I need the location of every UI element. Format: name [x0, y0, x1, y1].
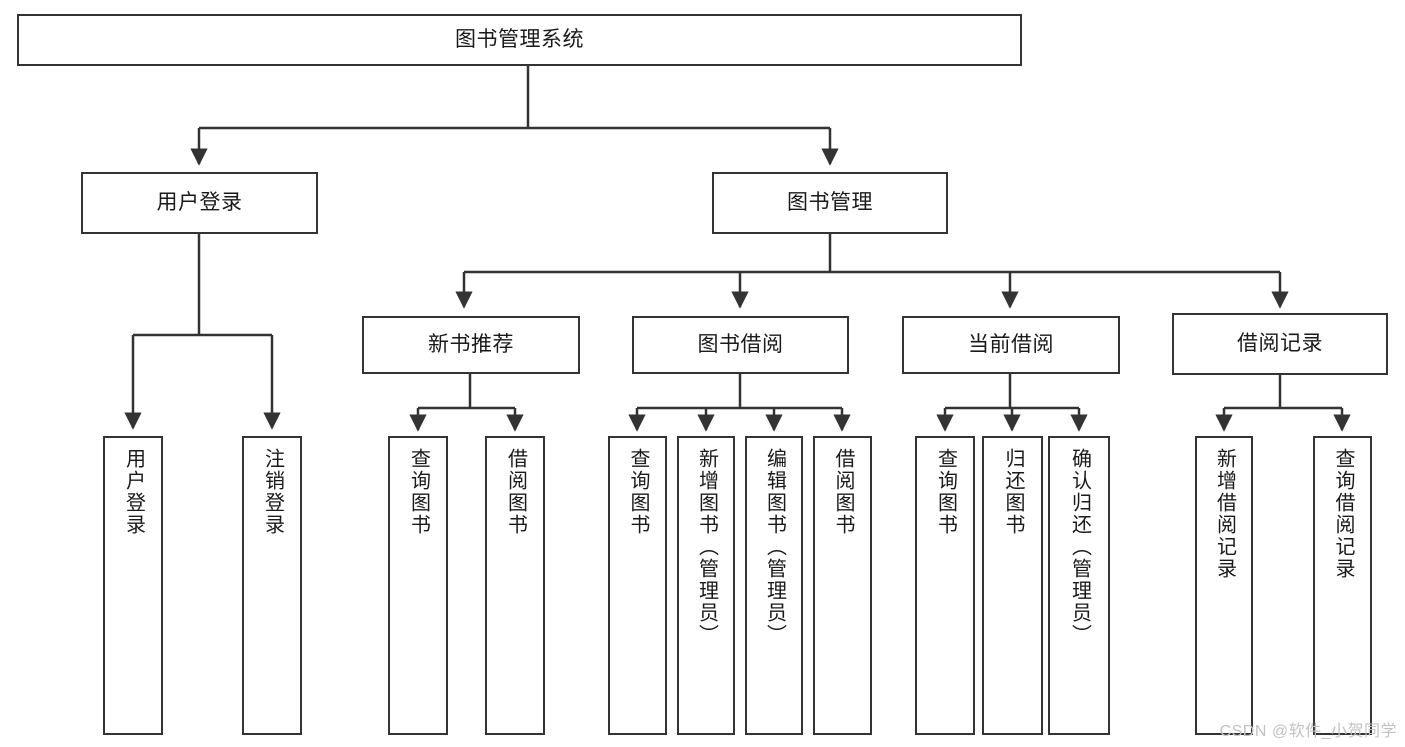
node-label: 借阅图书 — [832, 448, 854, 536]
node-label: 借阅图书 — [504, 448, 527, 536]
node-label: 借阅记录 — [1237, 331, 1323, 355]
node-label: 图书借阅 — [697, 332, 784, 356]
leaf-recommend-query-book[interactable]: 查询图书 — [388, 436, 448, 735]
leaf-recommend-borrow-book[interactable]: 借阅图书 — [485, 436, 545, 735]
node-label: 查询借阅记录 — [1332, 448, 1354, 580]
leaf-user-logout[interactable]: 注销登录 — [242, 436, 302, 735]
node-borrow-record[interactable]: 借阅记录 — [1172, 313, 1388, 375]
node-book-management[interactable]: 图书管理 — [712, 172, 948, 234]
node-label: 图书管理 — [787, 190, 873, 214]
leaf-borrow-query-book[interactable]: 查询图书 — [608, 436, 667, 735]
node-label: 新增图书（管理员） — [695, 448, 718, 646]
leaf-borrow-edit-book-admin[interactable]: 编辑图书（管理员） — [745, 436, 803, 735]
node-user-login[interactable]: 用户登录 — [81, 172, 318, 234]
leaf-borrow-add-book-admin[interactable]: 新增图书（管理员） — [677, 436, 735, 735]
watermark: CSDN @软件_小贺同学 — [1219, 723, 1397, 740]
node-label: 用户登录 — [122, 448, 145, 536]
node-label: 确认归还（管理员） — [1068, 448, 1091, 646]
node-root-system[interactable]: 图书管理系统 — [17, 14, 1022, 66]
node-label: 归还图书 — [1002, 448, 1024, 536]
node-book-borrow[interactable]: 图书借阅 — [632, 316, 849, 374]
node-label: 注销登录 — [261, 448, 284, 536]
node-label: 查询图书 — [934, 448, 957, 536]
node-label: 新书推荐 — [428, 332, 514, 356]
node-new-book-recommend[interactable]: 新书推荐 — [362, 316, 580, 374]
node-label: 查询图书 — [407, 448, 430, 536]
leaf-record-query-record[interactable]: 查询借阅记录 — [1313, 436, 1372, 735]
node-label: 查询图书 — [627, 448, 649, 536]
node-label: 编辑图书（管理员） — [763, 448, 786, 646]
leaf-current-query-book[interactable]: 查询图书 — [915, 436, 975, 735]
leaf-current-return-book[interactable]: 归还图书 — [982, 436, 1043, 735]
node-label: 图书管理系统 — [455, 27, 584, 51]
node-label: 用户登录 — [156, 190, 243, 214]
leaf-current-confirm-return-admin[interactable]: 确认归还（管理员） — [1048, 436, 1110, 735]
node-label: 当前借阅 — [968, 332, 1054, 356]
leaf-record-add-record[interactable]: 新增借阅记录 — [1195, 436, 1253, 735]
node-current-borrow[interactable]: 当前借阅 — [902, 316, 1120, 374]
node-label: 新增借阅记录 — [1213, 448, 1236, 580]
leaf-borrow-borrow-book[interactable]: 借阅图书 — [813, 436, 872, 735]
leaf-user-login[interactable]: 用户登录 — [103, 436, 163, 735]
